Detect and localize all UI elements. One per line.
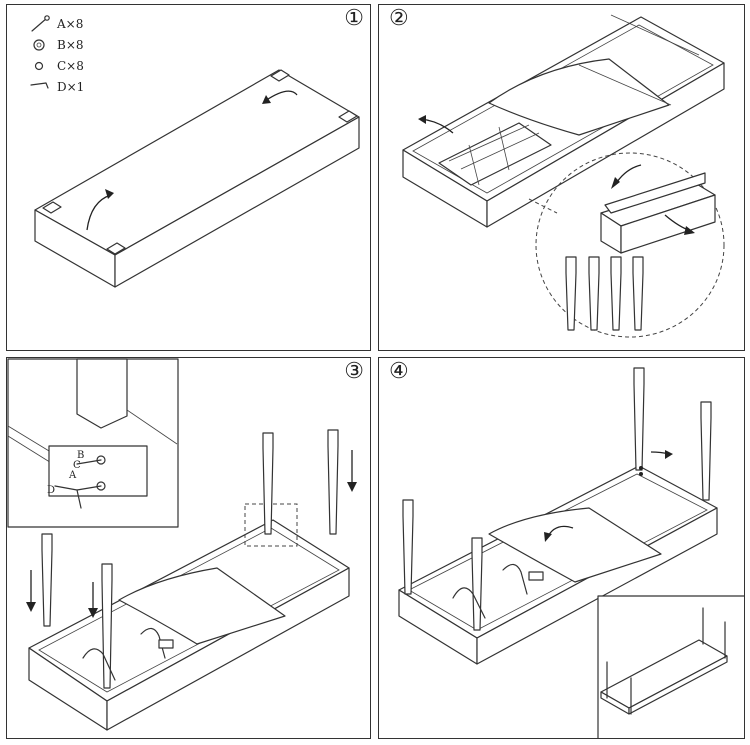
callout-label-b: B [77,450,85,461]
callout-label-d: D [47,485,56,496]
part-row: D×1 [29,76,84,97]
bolt-icon [31,14,50,32]
part-row: B×8 [29,34,84,55]
parts-list: A×8 B×8 C×8 D×1 [29,13,84,97]
step-number: ① [344,6,364,31]
part-row: C×8 [29,55,84,76]
legs-attached-illustration [398,367,744,738]
step-2-panel: ② [378,4,745,351]
part-label: C×8 [57,58,84,73]
attach-legs-illustration [7,358,357,731]
step-1-panel: ① A×8 B×8 C×8 D×1 [6,4,371,351]
washer-icon [33,38,45,51]
step-number: ② [389,6,409,31]
legs-group [565,256,644,331]
part-label: D×1 [57,79,85,94]
step-4-panel: ④ [378,357,745,739]
tabletop-upside-down-illustration [34,69,360,288]
callout-label-c: C [73,460,81,471]
part-row: A×8 [29,13,84,34]
allen-key-icon [30,81,49,89]
part-label: B×8 [57,37,84,52]
open-box-illustration [402,14,725,338]
step-3-panel: ③ B C [6,357,371,739]
callout-label-a: A [69,470,77,481]
part-label: A×8 [57,16,84,31]
step-number: ④ [389,359,409,384]
step-number: ③ [344,359,364,384]
spring-washer-icon [34,61,44,70]
